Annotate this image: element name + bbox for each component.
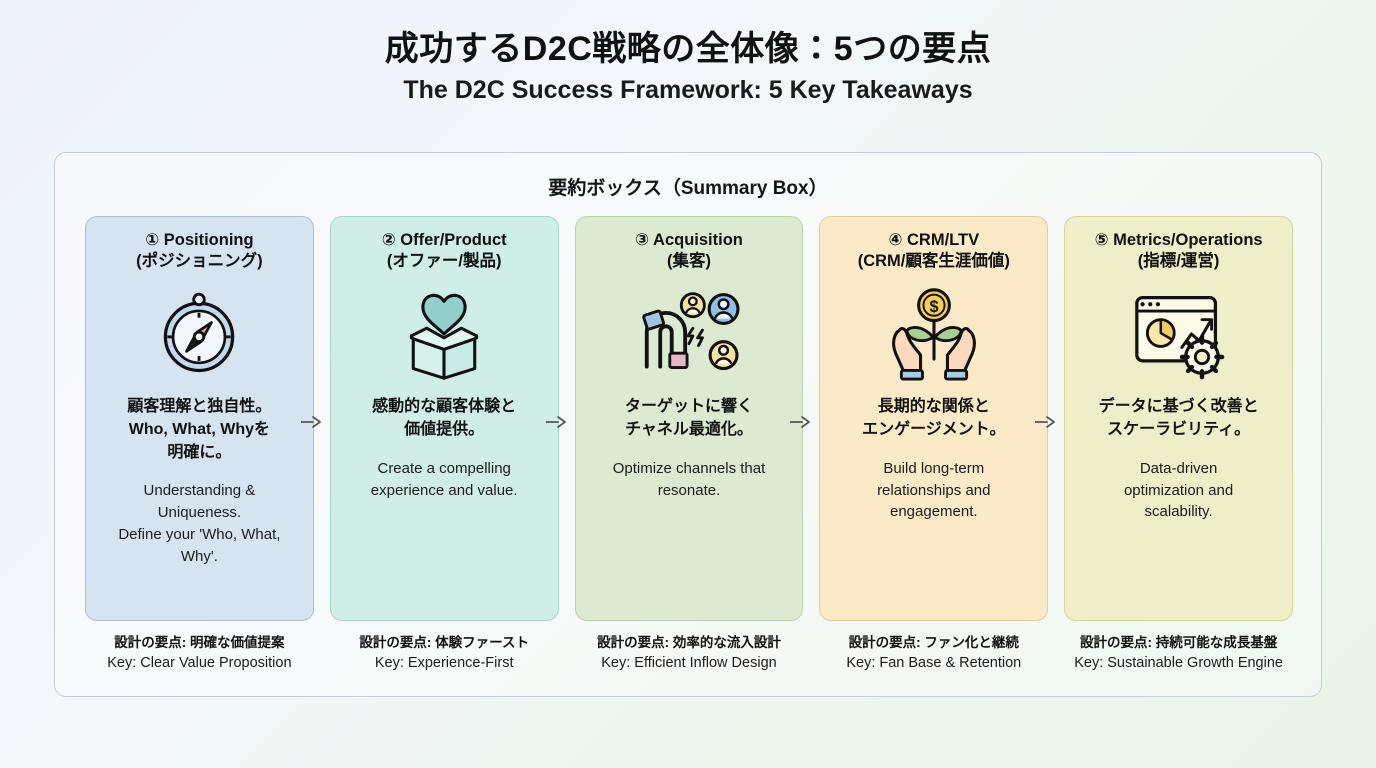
card-body-2: 感動的な顧客体験と 価値提供。 Create a compelling expe… (371, 390, 518, 610)
card-footer-en-1: Key: Clear Value Proposition (107, 654, 292, 671)
card-title-1: ① Positioning (ポジショニング) (136, 231, 263, 271)
card-body-ja-2: 感動的な顧客体験と 価値提供。 (372, 398, 517, 438)
card-column-2: ② Offer/Product (オファー/製品) 感動的な顧客体験と 価値提供… (322, 216, 567, 672)
card-footer-en-5: Key: Sustainable Growth Engine (1074, 654, 1283, 671)
card-body-4: 長期的な関係と エンゲージメント。 Build long-term relati… (862, 390, 1005, 610)
card-body-ja-4: 長期的な関係と エンゲージメント。 (862, 398, 1006, 438)
card-footer-en-3: Key: Efficient Inflow Design (601, 654, 777, 671)
card-body-1: 顧客理解と独自性。 Who, What, Whyを 明確に。 Understan… (118, 390, 280, 610)
card-footer-en-2: Key: Experience-First (374, 654, 514, 671)
card-body-ja-1: 顧客理解と独自性。 Who, What, Whyを 明確に。 (127, 398, 272, 461)
card-footer-ja-1: 設計の要点: 明確な価値提案 (114, 635, 285, 650)
arrow-icon-2 (545, 415, 566, 429)
card-body-en-1: Understanding & Uniqueness. Define your … (118, 482, 281, 566)
card-body-en-3: Optimize channels that resonate. (612, 459, 766, 499)
card-body-ja-5: データに基づく改善と スケーラビリティ。 (1098, 398, 1259, 438)
card-footer-ja-3: 設計の要点: 効率的な流入設計 (597, 635, 781, 650)
hands-growth-coin-icon: $ (882, 278, 986, 390)
card-crm-ltv[interactable]: ④ CRM/LTV (CRM/顧客生涯価値) $ (819, 216, 1056, 621)
card-body-3: ターゲットに響く チャネル最適化。 Optimize channels that… (613, 390, 766, 610)
card-title-2: ② Offer/Product (オファー/製品) (381, 231, 507, 271)
gift-box-heart-icon (394, 278, 494, 390)
card-footer-en-4: Key: Fan Base & Retention (846, 654, 1022, 671)
summary-box: 要約ボックス（Summary Box） ① Positioning (ポジショニ… (54, 152, 1322, 697)
card-body-en-5: Data-driven optimization and scalability… (1123, 459, 1234, 521)
card-footer-ja-2: 設計の要点: 体験ファースト (359, 635, 529, 650)
card-offer-product[interactable]: ② Offer/Product (オファー/製品) 感動的な顧客体験と 価値提供… (329, 216, 566, 621)
card-body-ja-3: ターゲットに響く チャネル最適化。 (624, 398, 753, 438)
card-title-4: ④ CRM/LTV (CRM/顧客生涯価値) (857, 231, 1010, 271)
arrow-icon-1 (300, 415, 321, 429)
dashboard-gear-icon (1129, 278, 1229, 390)
card-metrics-operations[interactable]: ⑤ Metrics/Operations (指標/運営) (1064, 216, 1293, 621)
card-footer-ja-5: 設計の要点: 持続可能な成長基盤 (1079, 635, 1278, 650)
card-footer-2: 設計の要点: 体験ファースト Key: Experience-First (322, 634, 567, 672)
card-footer-3: 設計の要点: 効率的な流入設計 Key: Efficient Inflow De… (567, 634, 812, 672)
cards-row: ① Positioning (ポジショニング) (77, 216, 1301, 672)
card-column-4: ④ CRM/LTV (CRM/顧客生涯価値) $ (811, 216, 1056, 672)
card-positioning[interactable]: ① Positioning (ポジショニング) (85, 216, 321, 621)
card-body-en-4: Build long-term relationships and engage… (877, 459, 991, 521)
card-footer-5: 設計の要点: 持続可能な成長基盤 Key: Sustainable Growth… (1056, 634, 1301, 672)
summary-box-label: 要約ボックス（Summary Box） (548, 178, 828, 199)
page-title-en: The D2C Success Framework: 5 Key Takeawa… (403, 76, 973, 105)
card-footer-4: 設計の要点: ファン化と継続 Key: Fan Base & Retention (811, 634, 1056, 672)
card-title-3: ③ Acquisition (集客) (635, 231, 743, 271)
card-footer-1: 設計の要点: 明確な価値提案 Key: Clear Value Proposit… (77, 634, 322, 672)
compass-icon (151, 278, 247, 390)
arrow-icon-4 (1035, 415, 1056, 429)
card-column-5: ⑤ Metrics/Operations (指標/運営) (1056, 216, 1301, 672)
page-title: 成功するD2C戦略の全体像：5つの要点 The D2C Success Fram… (0, 0, 1376, 105)
svg-text:$: $ (929, 298, 938, 316)
card-column-3: ③ Acquisition (集客) (567, 216, 812, 672)
magnet-customers-icon (635, 278, 743, 390)
card-body-5: データに基づく改善と スケーラビリティ。 Data-driven optimiz… (1099, 390, 1259, 610)
card-title-5: ⑤ Metrics/Operations (指標/運営) (1094, 231, 1263, 271)
arrow-icon-3 (790, 415, 811, 429)
card-body-en-2: Create a compelling experience and value… (370, 459, 518, 499)
card-acquisition[interactable]: ③ Acquisition (集客) (574, 216, 811, 621)
card-column-1: ① Positioning (ポジショニング) (77, 216, 322, 672)
card-footer-ja-4: 設計の要点: ファン化と継続 (848, 635, 1019, 650)
page-title-ja: 成功するD2C戦略の全体像：5つの要点 (384, 30, 992, 68)
